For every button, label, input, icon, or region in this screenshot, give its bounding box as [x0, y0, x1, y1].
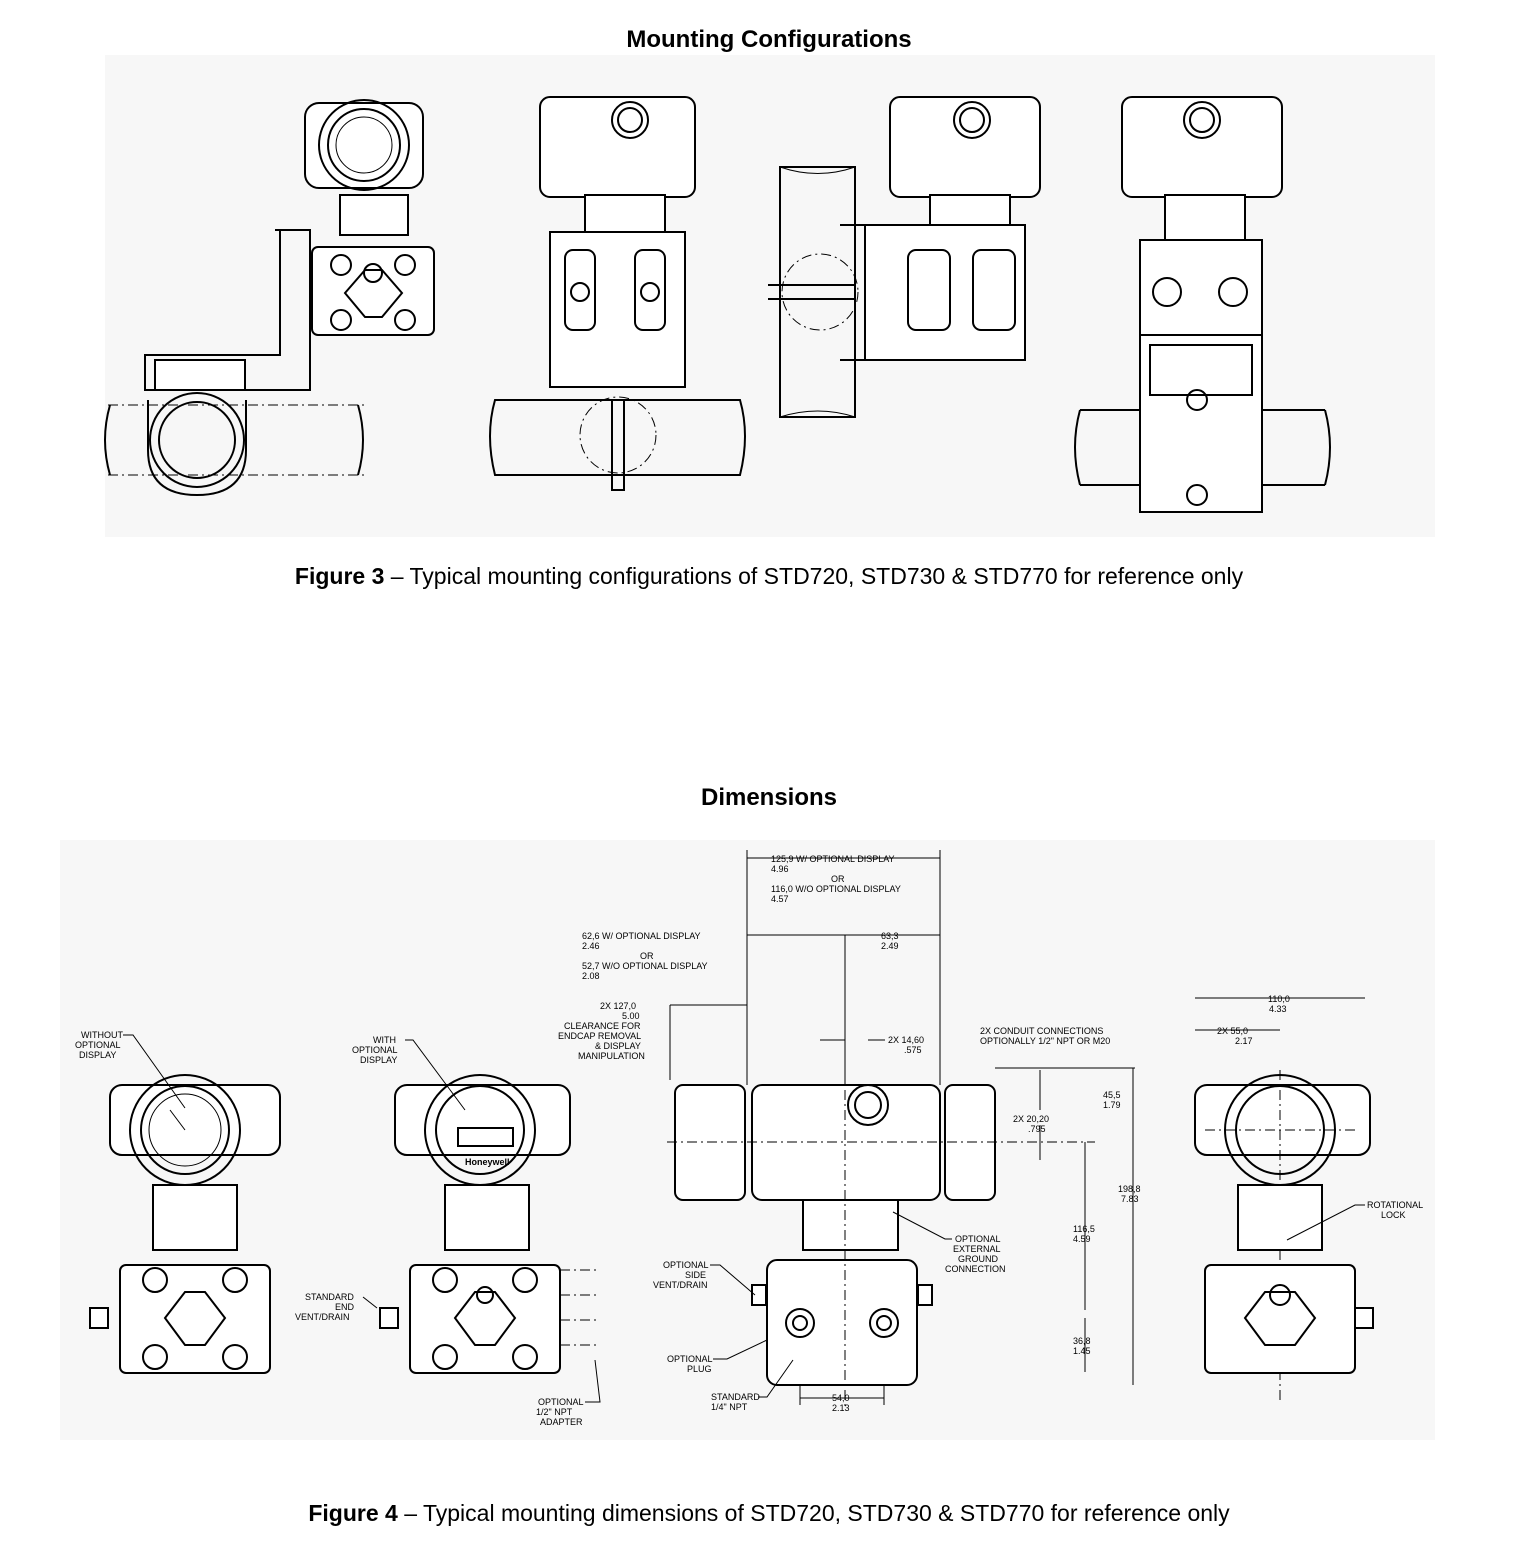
svg-text:2X 127,0: 2X 127,0	[600, 1001, 636, 1011]
svg-text:.575: .575	[904, 1045, 922, 1055]
mounting-configurations-heading: Mounting Configurations	[626, 26, 912, 53]
callout-std-npt: STANDARD 1/4" NPT	[711, 1359, 794, 1412]
dim-view-without-display	[89, 1074, 281, 1374]
dim-view-with-display: Honeywell	[379, 1074, 600, 1374]
svg-text:7.83: 7.83	[1121, 1194, 1139, 1204]
figure-4-text: – Typical mounting dimensions of STD720,…	[397, 1500, 1230, 1526]
svg-text:OR: OR	[831, 874, 845, 884]
svg-text:SIDE: SIDE	[685, 1270, 706, 1280]
svg-text:4.59: 4.59	[1073, 1234, 1091, 1244]
dimensions-figure: WITHOUT OPTIONAL DISPLAY Honeywell WITH …	[60, 840, 1435, 1440]
svg-text:4.57: 4.57	[771, 894, 789, 904]
figure-3-text: – Typical mounting configurations of STD…	[384, 563, 1244, 589]
svg-text:& DISPLAY: & DISPLAY	[595, 1041, 641, 1051]
svg-text:2X 55,0: 2X 55,0	[1217, 1026, 1248, 1036]
svg-text:1/4" NPT: 1/4" NPT	[711, 1402, 748, 1412]
svg-text:62,6 W/ OPTIONAL DISPLAY: 62,6 W/ OPTIONAL DISPLAY	[582, 931, 701, 941]
svg-text:EXTERNAL: EXTERNAL	[953, 1244, 1001, 1254]
svg-text:END: END	[335, 1302, 355, 1312]
svg-text:STANDARD: STANDARD	[711, 1392, 760, 1402]
mount-drawing-rear-horizontal	[1074, 96, 1331, 513]
mount-drawing-vertical-pipe	[768, 96, 1041, 418]
mount-drawing-side-bracket	[104, 99, 435, 497]
dimension-labels: 125,9 W/ OPTIONAL DISPLAY 4.96 OR 116,0 …	[558, 854, 1290, 1413]
svg-text:2X 14,60: 2X 14,60	[888, 1035, 924, 1045]
svg-text:2X CONDUIT CONNECTIONS: 2X CONDUIT CONNECTIONS	[980, 1026, 1103, 1036]
svg-text:2.49: 2.49	[881, 941, 899, 951]
mounting-configurations-figure	[104, 55, 1435, 537]
svg-text:5.00: 5.00	[622, 1011, 640, 1021]
svg-text:LOCK: LOCK	[1381, 1210, 1406, 1220]
callout-rotational-lock: ROTATIONAL LOCK	[1286, 1200, 1423, 1241]
svg-text:OPTIONAL: OPTIONAL	[538, 1397, 584, 1407]
mount-drawing-front-horizontal	[489, 96, 746, 491]
callout-plug: OPTIONAL PLUG	[667, 1339, 768, 1374]
svg-text:198,8: 198,8	[1118, 1184, 1141, 1194]
svg-text:2.13: 2.13	[832, 1403, 850, 1413]
svg-text:MANIPULATION: MANIPULATION	[578, 1051, 645, 1061]
svg-text:52,7 W/O OPTIONAL DISPLAY: 52,7 W/O OPTIONAL DISPLAY	[582, 961, 708, 971]
svg-text:1.79: 1.79	[1103, 1100, 1121, 1110]
svg-text:VENT/DRAIN: VENT/DRAIN	[295, 1312, 350, 1322]
svg-text:2.46: 2.46	[582, 941, 600, 951]
svg-text:DISPLAY: DISPLAY	[360, 1055, 397, 1065]
dimension-lines	[669, 850, 1365, 1405]
svg-text:36,8: 36,8	[1073, 1336, 1091, 1346]
svg-text:2.08: 2.08	[582, 971, 600, 981]
svg-text:4.96: 4.96	[771, 864, 789, 874]
svg-text:GROUND: GROUND	[958, 1254, 998, 1264]
callout-standard-end-vent: STANDARD END VENT/DRAIN	[295, 1292, 378, 1322]
svg-text:ROTATIONAL: ROTATIONAL	[1367, 1200, 1423, 1210]
dim-view-main	[667, 1070, 1095, 1410]
callout-npt-adapter: OPTIONAL 1/2" NPT ADAPTER	[536, 1359, 601, 1427]
callout-with-display: WITH OPTIONAL DISPLAY	[352, 1035, 466, 1111]
svg-text:2.17: 2.17	[1235, 1036, 1253, 1046]
svg-text:CONNECTION: CONNECTION	[945, 1264, 1006, 1274]
svg-text:45,5: 45,5	[1103, 1090, 1121, 1100]
svg-text:STANDARD: STANDARD	[305, 1292, 354, 1302]
svg-text:WITHOUT: WITHOUT	[81, 1030, 123, 1040]
brand-logo-text: Honeywell	[465, 1157, 510, 1167]
svg-text:CLEARANCE FOR: CLEARANCE FOR	[564, 1021, 641, 1031]
callout-ground: OPTIONAL EXTERNAL GROUND CONNECTION	[892, 1211, 1006, 1274]
svg-text:OPTIONALLY 1/2" NPT OR M20: OPTIONALLY 1/2" NPT OR M20	[980, 1036, 1110, 1046]
svg-text:4.33: 4.33	[1269, 1004, 1287, 1014]
svg-text:.795: .795	[1028, 1124, 1046, 1134]
svg-text:DISPLAY: DISPLAY	[79, 1050, 116, 1060]
svg-text:OPTIONAL: OPTIONAL	[75, 1040, 121, 1050]
svg-text:54,0: 54,0	[832, 1393, 850, 1403]
callout-side-vent: OPTIONAL SIDE VENT/DRAIN	[653, 1260, 756, 1296]
svg-text:63,3: 63,3	[881, 931, 899, 941]
figure-3-caption: Figure 3 – Typical mounting configuratio…	[0, 563, 1538, 590]
svg-text:ENDCAP REMOVAL: ENDCAP REMOVAL	[558, 1031, 641, 1041]
svg-text:WITH: WITH	[373, 1035, 396, 1045]
svg-text:1.45: 1.45	[1073, 1346, 1091, 1356]
svg-text:125,9 W/ OPTIONAL DISPLAY: 125,9 W/ OPTIONAL DISPLAY	[771, 854, 895, 864]
svg-text:OPTIONAL: OPTIONAL	[667, 1354, 713, 1364]
dim-view-end	[1194, 1070, 1374, 1400]
dimensions-heading: Dimensions	[700, 784, 838, 811]
svg-text:116,5: 116,5	[1073, 1224, 1095, 1234]
svg-text:VENT/DRAIN: VENT/DRAIN	[653, 1280, 708, 1290]
figure-4-caption: Figure 4 – Typical mounting dimensions o…	[0, 1500, 1538, 1527]
svg-text:PLUG: PLUG	[687, 1364, 712, 1374]
figure-3-label: Figure 3	[294, 563, 385, 589]
svg-text:116,0 W/O OPTIONAL DISPLAY: 116,0 W/O OPTIONAL DISPLAY	[771, 884, 901, 894]
svg-text:110,0: 110,0	[1268, 994, 1290, 1004]
svg-text:2X 20,20: 2X 20,20	[1013, 1114, 1049, 1124]
svg-text:OPTIONAL: OPTIONAL	[352, 1045, 398, 1055]
callout-without-display: WITHOUT OPTIONAL DISPLAY	[75, 1030, 186, 1109]
figure-4-label: Figure 4	[308, 1500, 398, 1526]
svg-text:ADAPTER: ADAPTER	[540, 1417, 583, 1427]
svg-text:OPTIONAL: OPTIONAL	[663, 1260, 709, 1270]
svg-text:OPTIONAL: OPTIONAL	[955, 1234, 1001, 1244]
svg-text:1/2" NPT: 1/2" NPT	[536, 1407, 573, 1417]
svg-text:OR: OR	[640, 951, 654, 961]
